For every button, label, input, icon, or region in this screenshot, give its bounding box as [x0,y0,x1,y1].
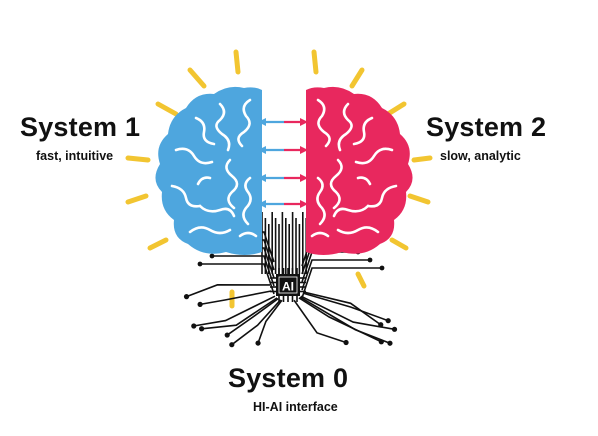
sun-ray-icon [389,237,409,251]
circuit-node [379,265,385,271]
sun-ray-icon [349,67,365,89]
circuit-trace [199,290,272,306]
circuit-trace [226,297,279,336]
bidirectional-arrow-icon [258,118,308,126]
sun-ray-icon [355,271,367,289]
circuit-node [197,261,203,267]
bidirectional-arrow-icon [258,174,308,182]
circuit-node [387,340,393,346]
system-2-title: System 2 [426,112,547,142]
sun-ray-icon [385,101,407,117]
circuit-node [378,339,384,345]
circuit-trace [301,267,382,299]
system-0-title: System 0 [228,363,349,393]
circuit-node [191,323,197,329]
sun-ray-icon [407,193,431,205]
circuit-trace [201,297,278,330]
circuit-trace [299,296,391,344]
circuit-node [199,326,205,332]
brain-right-hemisphere-icon [306,86,413,255]
bidirectional-arrow-icon [258,200,308,208]
circuit-node [391,326,398,332]
circuit-node [343,339,349,346]
circuit-trace [193,295,276,327]
sun-ray-icon [311,49,319,75]
circuit-node [255,340,261,346]
circuit-trace [301,259,370,291]
circuit-trace [231,299,282,346]
system-1-title: System 1 [20,112,141,142]
bidirectional-arrows [258,118,308,208]
circuit-trace [212,255,275,287]
sun-ray-icon [187,67,207,89]
circuit-trace [257,299,283,344]
sun-ray-icon [411,155,433,163]
sun-ray-icon [125,155,151,163]
ai-chip-icon: AI [270,268,306,302]
sun-ray-icon [233,49,241,75]
circuit-node [224,332,230,338]
system-1-subtitle: fast, intuitive [36,149,114,163]
circuit-trace [303,291,382,326]
circuit-node [385,318,391,324]
brain-left-hemisphere-icon [155,86,262,255]
circuit-node [183,294,190,300]
circuit-icon [183,212,398,348]
circuit-trace [298,297,382,343]
sun-ray-icon [125,193,149,205]
circuit-trace [186,284,271,298]
system-2-subtitle: slow, analytic [440,149,521,163]
circuit-trace [300,295,395,331]
sun-ray-icon [155,101,179,117]
circuit-node [229,342,235,348]
circuit-node [209,253,215,259]
circuit-trace [303,292,389,322]
bidirectional-arrow-icon [258,146,308,154]
circuit-trace [293,299,347,344]
system-0-subtitle: HI-AI interface [253,400,338,414]
circuit-node [197,301,203,307]
ai-chip-label: AI [282,280,294,294]
circuit-node [367,257,373,263]
circuit-trace [200,263,275,295]
sun-ray-icon [147,237,169,251]
